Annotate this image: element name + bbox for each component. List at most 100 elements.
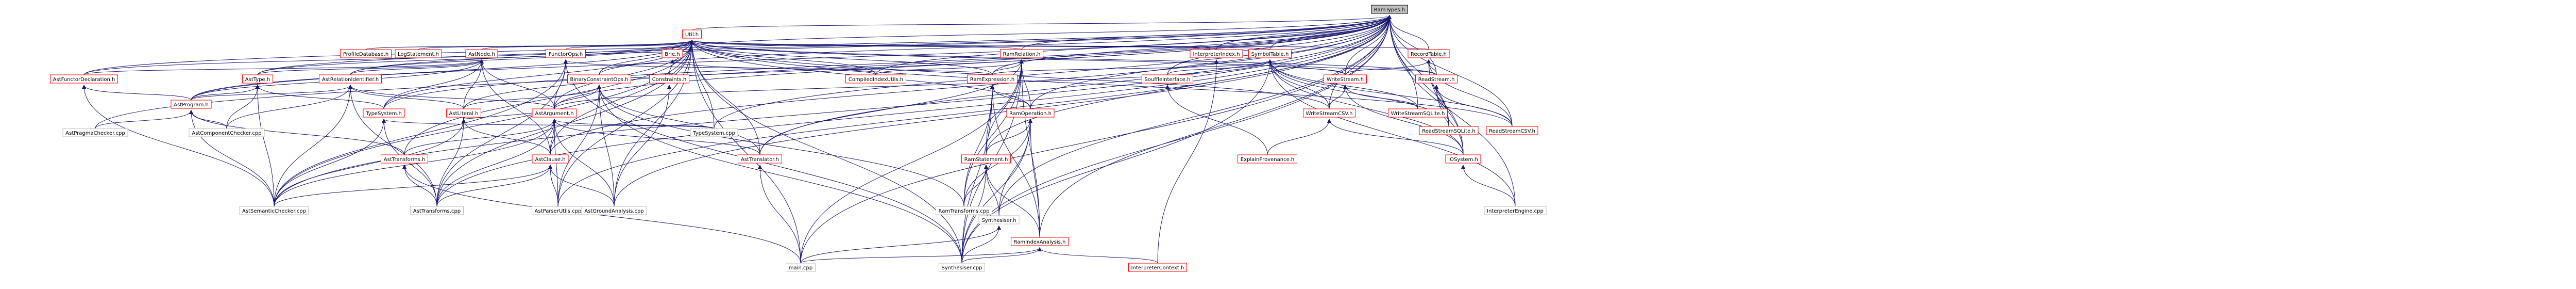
node-astcomponentchecker-cpp[interactable]: AstComponentChecker.cpp xyxy=(189,128,265,137)
node-label: WriteStreamSQLite.h xyxy=(1391,111,1445,117)
node-ramtransforms-cpp[interactable]: RamTransforms.cpp xyxy=(936,206,992,215)
node-asttransforms-cpp[interactable]: AstTransforms.cpp xyxy=(410,206,464,215)
node-typesystem-h[interactable]: TypeSystem.h xyxy=(363,108,405,118)
edge-synthcpp-to-root xyxy=(961,15,1392,264)
node-souffleinterface-h[interactable]: SouffleInterface.h xyxy=(1142,74,1193,84)
edge-astpragma-to-astprogram xyxy=(95,110,193,129)
node-box xyxy=(242,74,273,84)
edge-astground-to-binconst xyxy=(597,85,615,207)
node-main-cpp[interactable]: main.cpp xyxy=(786,263,816,272)
node-interpreterindex-h[interactable]: InterpreterIndex.h xyxy=(1190,49,1243,58)
node-explainprovenance-h[interactable]: ExplainProvenance.h xyxy=(1238,154,1297,164)
node-box xyxy=(1000,49,1043,58)
edge-asttranslator-to-root xyxy=(759,15,1392,155)
node-asttranslator-h[interactable]: AstTranslator.h xyxy=(738,154,782,164)
edge-explainprov-to-writecsv xyxy=(1267,119,1331,155)
node-label: AstProgram.h xyxy=(174,102,209,108)
node-util-h[interactable]: Util.h xyxy=(682,29,702,39)
edge-astground-to-root xyxy=(614,15,1392,207)
edge-maincpp-to-utilh xyxy=(690,40,801,264)
node-synthesiser-h[interactable]: Synthesiser.h xyxy=(978,215,1020,224)
node-box xyxy=(1484,206,1547,215)
node-box xyxy=(171,100,212,109)
edge-writestream-to-rectab xyxy=(1345,59,1431,75)
node-writestreamsqlite-h[interactable]: WriteStreamSQLite.h xyxy=(1388,108,1448,118)
node-label: ReadStream.h xyxy=(1418,77,1455,83)
edge-asttransformscpp-to-asttransforms xyxy=(402,165,437,207)
edge-astprogram-to-asttype xyxy=(191,85,260,101)
node-label: AstParserUtils.cpp xyxy=(535,208,582,214)
node-box xyxy=(567,74,631,84)
edge-souffleif-to-root xyxy=(1167,15,1392,75)
node-ramindexanalysis-h[interactable]: RamIndexAnalysis.h xyxy=(1011,237,1069,246)
node-box xyxy=(738,154,782,164)
edge-readcsv-to-readstream xyxy=(1434,85,1513,127)
edge-astargument-to-astnode xyxy=(480,59,555,109)
node-label: WriteStreamCSV.h xyxy=(1306,111,1353,117)
edge-astpragma-to-root xyxy=(95,15,1392,129)
edge-ramoperation-to-ramexpr xyxy=(990,85,1031,109)
node-label: IOSystem.h xyxy=(1448,157,1478,163)
node-logstatement-h[interactable]: LogStatement.h xyxy=(395,49,442,58)
node-astclause-h[interactable]: AstClause.h xyxy=(532,154,569,164)
node-label: Brie.h xyxy=(665,52,680,57)
node-astgroundanalysis-cpp[interactable]: AstGroundAnalysis.cpp xyxy=(581,206,647,215)
node-label: AstTranslator.h xyxy=(741,157,779,163)
edge-astground-to-utilh xyxy=(614,40,694,207)
node-ramtypes-h[interactable]: RamTypes.h xyxy=(1371,5,1408,14)
node-interpretercontext-h[interactable]: InterpreterContext.h xyxy=(1128,263,1187,272)
node-recordtable-h[interactable]: RecordTable.h xyxy=(1408,49,1450,58)
node-astprogram-h[interactable]: AstProgram.h xyxy=(171,100,212,109)
edge-interpengine-to-root xyxy=(1387,15,1516,207)
node-label: FunctorOps.h xyxy=(549,52,583,57)
node-iosystem-h[interactable]: IOSystem.h xyxy=(1445,154,1481,164)
node-writestreamcsv-h[interactable]: WriteStreamCSV.h xyxy=(1303,108,1355,118)
node-writestream-h[interactable]: WriteStream.h xyxy=(1324,74,1367,84)
node-asttransforms-h[interactable]: AstTransforms.h xyxy=(381,154,428,164)
node-astargument-h[interactable]: AstArgument.h xyxy=(532,108,577,118)
node-box xyxy=(845,74,906,84)
edge-astsemantic-to-astprogram xyxy=(189,110,275,207)
edge-maincpp-to-asttransforms xyxy=(402,165,801,264)
node-astpragmachecker-cpp[interactable]: AstPragmaChecker.cpp xyxy=(62,128,128,137)
edge-typesystem-to-asttype xyxy=(256,85,384,109)
edge-astparser-to-astargument xyxy=(552,119,558,207)
node-label: AstGroundAnalysis.cpp xyxy=(584,208,643,214)
node-symboltable-h[interactable]: SymbolTable.h xyxy=(1248,49,1292,58)
node-profiledatabase-h[interactable]: ProfileDatabase.h xyxy=(340,49,392,58)
edge-astfdecl-to-utilh xyxy=(83,40,694,75)
node-ramoperation-h[interactable]: RamOperation.h xyxy=(1006,108,1055,118)
node-astliteral-h[interactable]: AstLiteral.h xyxy=(446,108,481,118)
node-interpreterengine-cpp[interactable]: InterpreterEngine.cpp xyxy=(1484,206,1547,215)
node-typesystem-cpp[interactable]: TypeSystem.cpp xyxy=(690,128,738,137)
node-astfunctordeclaration-h[interactable]: AstFunctorDeclaration.h xyxy=(50,74,118,84)
node-box xyxy=(1486,126,1538,135)
edge-iosystem-to-readstream xyxy=(1434,85,1464,155)
node-readstream-h[interactable]: ReadStream.h xyxy=(1415,74,1458,84)
node-ramexpression-h[interactable]: RamExpression.h xyxy=(967,74,1018,84)
edge-writecsv-to-writestream xyxy=(1329,85,1347,109)
edge-astargument-to-astrelid xyxy=(348,85,555,109)
node-label: RamStatement.h xyxy=(964,157,1008,163)
node-astnode-h[interactable]: AstNode.h xyxy=(465,49,498,58)
node-ramrelation-h[interactable]: RamRelation.h xyxy=(1000,49,1043,58)
edge-typesystem-to-root xyxy=(383,15,1392,109)
node-astparserutils-cpp[interactable]: AstParserUtils.cpp xyxy=(532,206,584,215)
node-compiledindexutils-h[interactable]: CompiledIndexUtils.h xyxy=(845,74,906,84)
node-brie-h[interactable]: Brie.h xyxy=(662,49,683,58)
node-box xyxy=(532,108,577,118)
node-astrelationidentifier-h[interactable]: AstRelationIdentifier.h xyxy=(319,74,382,84)
node-ramstatement-h[interactable]: RamStatement.h xyxy=(961,154,1011,164)
node-asttype-h[interactable]: AstType.h xyxy=(242,74,273,84)
edge-logst-to-utilh xyxy=(418,40,694,50)
node-constraints-h[interactable]: Constraints.h xyxy=(649,74,689,84)
node-astsemanticchecker-cpp[interactable]: AstSemanticChecker.cpp xyxy=(239,206,309,215)
node-binaryconstraintops-h[interactable]: BinaryConstraintOps.h xyxy=(567,74,631,84)
node-label: AstClause.h xyxy=(535,157,565,163)
edge-readcsv-to-symtab xyxy=(1268,59,1513,127)
node-functorops-h[interactable]: FunctorOps.h xyxy=(546,49,586,58)
node-readstreamsqlite-h[interactable]: ReadStreamSQLite.h xyxy=(1419,126,1479,135)
node-readstreamcsv-h[interactable]: ReadStreamCSV.h xyxy=(1486,126,1538,135)
edge-explainprov-to-souffleif xyxy=(1165,85,1268,155)
node-synthesiser-cpp[interactable]: Synthesiser.cpp xyxy=(939,263,985,272)
